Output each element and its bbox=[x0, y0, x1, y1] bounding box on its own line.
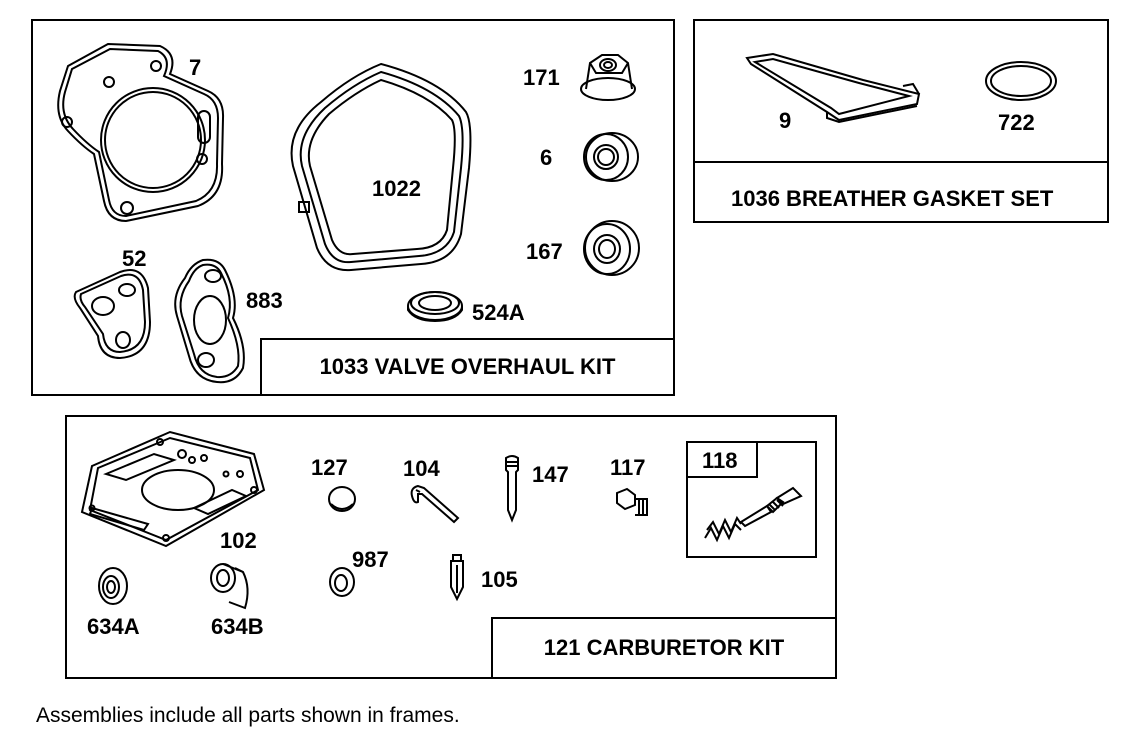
screw-drawing bbox=[611, 485, 651, 521]
welch-plug-drawing bbox=[326, 484, 358, 514]
valve-overhaul-kit-frame bbox=[31, 19, 675, 396]
part-number-52: 52 bbox=[122, 246, 147, 271]
o-ring-drawing bbox=[983, 58, 1059, 104]
assemblies-footnote: Assemblies include all parts shown in fr… bbox=[36, 704, 460, 727]
carburetor-kit-title: 121 CARBURETOR KIT bbox=[491, 617, 837, 679]
part-number-167: 167 bbox=[526, 239, 563, 264]
bushing-634a-drawing bbox=[96, 565, 130, 607]
float-needle-drawing bbox=[446, 553, 468, 602]
part-number-104: 104 bbox=[403, 456, 440, 481]
small-intake-gasket-drawing bbox=[70, 262, 158, 362]
sleeve-634b-drawing bbox=[207, 562, 251, 612]
seal-drawing bbox=[580, 218, 642, 278]
part-number-102: 102 bbox=[220, 528, 257, 553]
hinge-pin-drawing bbox=[408, 480, 462, 524]
idle-screw-and-spring-drawing bbox=[697, 478, 807, 550]
valve-seal-drawing bbox=[580, 127, 642, 185]
breather-gasket-drawing bbox=[743, 50, 921, 124]
part-number-6: 6 bbox=[540, 145, 553, 170]
valve-overhaul-kit-title: 1033 VALVE OVERHAUL KIT bbox=[260, 338, 675, 396]
part-number-105: 105 bbox=[481, 567, 518, 592]
part-number-117: 117 bbox=[610, 455, 646, 480]
breather-gasket-set-frame bbox=[693, 19, 1109, 223]
part-number-722: 722 bbox=[998, 110, 1035, 135]
oil-seal-drawing bbox=[405, 288, 465, 324]
part-number-7: 7 bbox=[189, 55, 202, 80]
nut-drawing bbox=[578, 51, 640, 103]
needle-drawing bbox=[498, 452, 526, 523]
part-number-118: 118 bbox=[702, 448, 738, 473]
part-number-524a: 524A bbox=[472, 300, 525, 325]
part-number-127: 127 bbox=[311, 455, 348, 480]
part-number-9: 9 bbox=[779, 108, 792, 133]
cylinder-head-gasket-drawing bbox=[48, 36, 233, 226]
carburetor-gasket-drawing bbox=[78, 428, 268, 550]
valve-cover-gasket-drawing bbox=[281, 58, 481, 274]
part-number-147: 147 bbox=[532, 462, 569, 487]
small-seal-drawing bbox=[328, 566, 356, 598]
breather-divider-line bbox=[693, 161, 1109, 163]
part-number-634b: 634B bbox=[211, 614, 264, 639]
part-number-883: 883 bbox=[246, 288, 283, 313]
breather-gasket-set-title: 1036 BREATHER GASKET SET bbox=[731, 186, 1054, 211]
part-number-634a: 634A bbox=[87, 614, 140, 639]
part-number-1022: 1022 bbox=[372, 176, 421, 201]
part-number-171: 171 bbox=[523, 65, 560, 90]
part-118-label-tab bbox=[686, 441, 758, 478]
exhaust-gasket-drawing bbox=[173, 256, 249, 386]
part-number-987: 987 bbox=[352, 547, 389, 572]
